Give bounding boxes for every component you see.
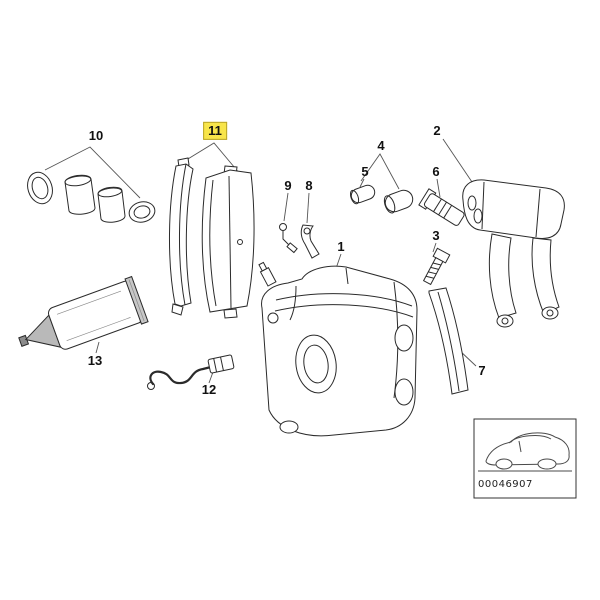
guide-bushing-large-art <box>383 189 414 214</box>
mount-bolt-art <box>422 247 451 286</box>
guide-bushing-small-art <box>349 184 376 205</box>
part-label-13[interactable]: 13 <box>87 352 103 368</box>
image-code: 00046907 <box>478 479 533 490</box>
part-label-11[interactable]: 11 <box>203 121 227 141</box>
part-label-7[interactable]: 7 <box>478 362 486 378</box>
carrier-art <box>462 179 565 328</box>
part-label-9[interactable]: 9 <box>284 177 292 193</box>
part-label-4[interactable]: 4 <box>377 137 385 153</box>
spring-clip-art <box>428 287 469 395</box>
wear-sensor-art <box>147 354 235 390</box>
part-label-6[interactable]: 6 <box>432 163 440 179</box>
brake-pads-art <box>169 157 255 319</box>
sensor-pin-art <box>279 223 298 254</box>
part-label-10[interactable]: 10 <box>88 127 104 143</box>
part-label-3[interactable]: 3 <box>432 227 440 243</box>
part-label-1[interactable]: 1 <box>337 238 345 254</box>
car-thumbnail <box>473 418 577 499</box>
part-label-8[interactable]: 8 <box>305 177 313 193</box>
grease-tube-art <box>18 275 149 350</box>
caliper-art <box>258 261 418 437</box>
part-label-2[interactable]: 2 <box>433 122 441 138</box>
piston-seals-art <box>27 171 156 223</box>
part-label-12[interactable]: 12 <box>201 381 217 397</box>
retainer-clip-art <box>300 224 320 259</box>
guide-pin-art <box>418 188 465 226</box>
part-label-5[interactable]: 5 <box>361 163 369 179</box>
